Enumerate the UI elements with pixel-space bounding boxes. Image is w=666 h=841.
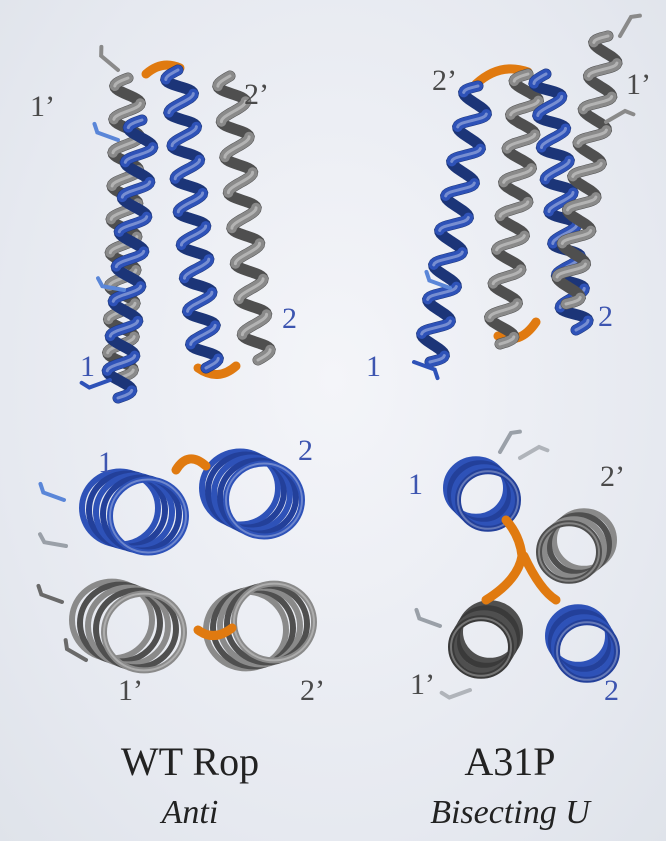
- a31p-top-sidechain-a: [500, 432, 520, 452]
- wt-top-sidechain-c: [38, 586, 62, 602]
- wt-side-label-1: 1: [80, 352, 95, 382]
- wt-side-helix-2: [166, 70, 218, 368]
- wt-top-view: [38, 452, 314, 671]
- wt-rop-subtitle: Anti: [80, 796, 300, 830]
- wt-side-sidechain-d: [101, 47, 118, 70]
- a31p-title: A31P: [400, 742, 620, 782]
- wt-top-label-1: 1: [98, 448, 113, 478]
- a31p-subtitle: Bisecting U: [380, 796, 640, 830]
- a31p-top-label-1: 1: [408, 470, 423, 500]
- wt-top-label-1prime: 1’: [118, 676, 143, 706]
- a31p-side-label-2: 2: [598, 302, 613, 332]
- a31p-side-label-1: 1: [366, 352, 381, 382]
- wt-side-helix-2prime: [218, 76, 270, 360]
- wt-top-helix-2prime: [206, 584, 314, 669]
- a31p-top-helix-2prime: [539, 511, 614, 581]
- wt-top-label-2: 2: [298, 436, 313, 466]
- a31p-top-helix-2: [548, 607, 617, 680]
- a31p-side-label-1prime: 1’: [626, 70, 651, 100]
- a31p-side-sidechain-c: [620, 16, 640, 36]
- wt-side-label-2prime: 2’: [244, 80, 269, 110]
- a31p-side-helix-2prime: [490, 74, 539, 344]
- wt-top-label-2prime: 2’: [300, 676, 325, 706]
- wt-top-helix-2: [202, 452, 302, 537]
- wt-side-label-1prime: 1’: [30, 92, 55, 122]
- a31p-top-sidechain-c: [416, 610, 440, 626]
- wt-top-helix-1: [82, 472, 186, 553]
- wt-top-sidechain-a: [40, 484, 64, 500]
- a31p-top-sidechain-b: [520, 447, 547, 458]
- a31p-top-view: [416, 432, 617, 698]
- wt-top-sidechain-b: [40, 534, 66, 546]
- wt-top-loop-a: [176, 459, 206, 470]
- a31p-top-label-1prime: 1’: [410, 670, 435, 700]
- wt-side-view: [82, 47, 270, 398]
- a31p-side-helix-1: [422, 86, 487, 362]
- a31p-side-label-2prime: 2’: [432, 66, 457, 96]
- wt-top-helix-1prime: [72, 582, 184, 671]
- a31p-top-sidechain-d: [442, 690, 470, 698]
- wt-side-label-2: 2: [282, 304, 297, 334]
- a31p-top-helix-1prime: [451, 603, 520, 676]
- a31p-top-label-2prime: 2’: [600, 462, 625, 492]
- a31p-top-label-2: 2: [604, 676, 619, 706]
- a31p-side-sidechain-b: [606, 111, 633, 122]
- a31p-top-loop-a: [486, 520, 522, 600]
- wt-rop-title: WT Rop: [80, 742, 300, 782]
